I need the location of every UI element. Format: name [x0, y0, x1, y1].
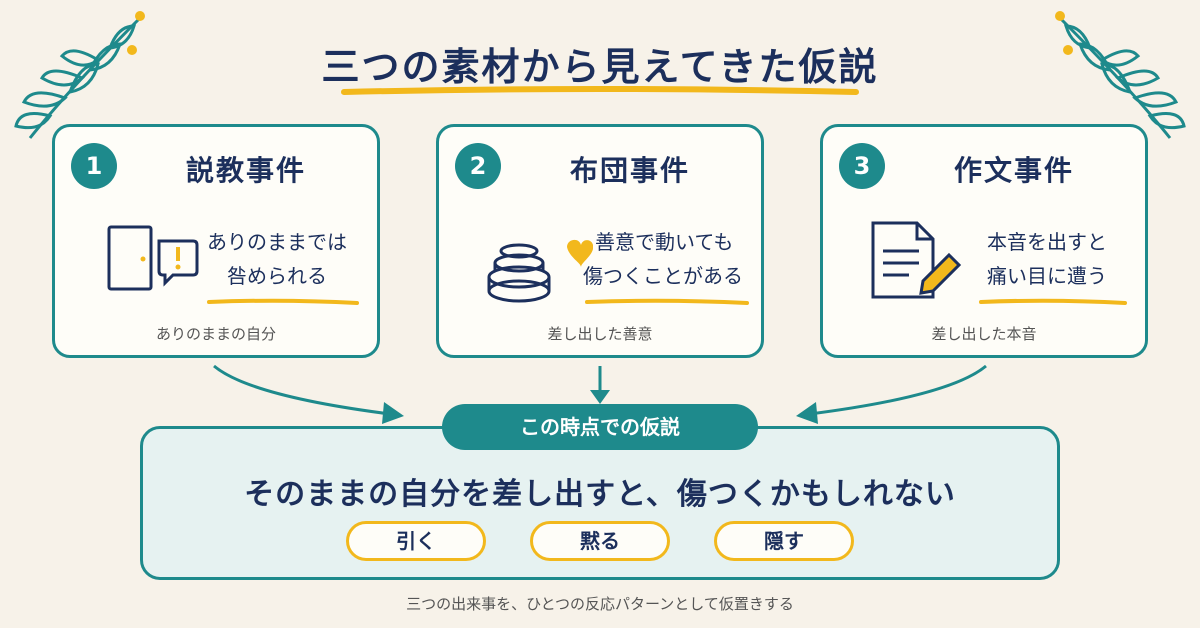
card-text-line2: 咎められる [227, 264, 327, 288]
card-text-line2: 傷つくことがある [583, 264, 743, 288]
card-title: 作文事件 [953, 154, 1074, 187]
arrow-left [213, 364, 391, 416]
footer-note: 三つの出来事を、ひとつの反応パターンとして仮置きする [406, 595, 794, 613]
reaction-pill-hide: 隠す [714, 521, 854, 561]
card-sermon-incident: 1 説教事件 ありのままでは 咎められる ありのままの自分 [52, 124, 380, 358]
title-underline [341, 86, 859, 95]
card-title: 布団事件 [569, 154, 690, 187]
arrow-right [809, 364, 987, 416]
document-pencil-icon [871, 221, 962, 299]
card-futon-incident: 2 布団事件 善意で動いても 傷つくことがある 差し出した善意 [436, 124, 764, 358]
door-speech-icon [107, 225, 199, 291]
card-number-badge: 1 [71, 143, 117, 189]
leaf-branch-right-icon [1055, 11, 1186, 139]
card-text-line1: ありのままでは [207, 230, 347, 254]
page-title: 三つの素材から見えてきた仮説 [321, 45, 879, 89]
reaction-pill-withdraw: 引く [346, 521, 486, 561]
card-number-badge: 2 [455, 143, 501, 189]
card-number-badge: 3 [839, 143, 885, 189]
text-underline [979, 298, 1127, 305]
reaction-pill-silent: 黙る [530, 521, 670, 561]
hypothesis-box: そのままの自分を差し出すと、傷つくかもしれない 引く 黙る 隠す [140, 426, 1060, 580]
text-underline [207, 298, 359, 305]
card-essay-incident: 3 作文事件 本音を出すと 痛い目に遭う 差し出した本音 [820, 124, 1148, 358]
arrowhead-left [382, 402, 404, 424]
card-text-line2: 痛い目に遭う [987, 264, 1107, 288]
card-caption: 差し出した善意 [547, 325, 653, 343]
card-text-line1: 本音を出すと [987, 230, 1107, 254]
leaf-branch-left-icon [14, 11, 145, 139]
hypothesis-tab-label: この時点での仮説 [442, 404, 758, 450]
futon-heart-icon [487, 240, 593, 303]
hypothesis-text: そのままの自分を差し出すと、傷つくかもしれない [244, 477, 956, 512]
card-caption: 差し出した本音 [931, 325, 1037, 343]
arrowhead-center [590, 390, 610, 404]
card-text-line1: 善意で動いても [595, 230, 734, 254]
card-caption: ありのままの自分 [155, 325, 276, 343]
text-underline [585, 298, 749, 305]
arrowhead-right [796, 402, 818, 424]
card-title: 説教事件 [185, 154, 306, 187]
